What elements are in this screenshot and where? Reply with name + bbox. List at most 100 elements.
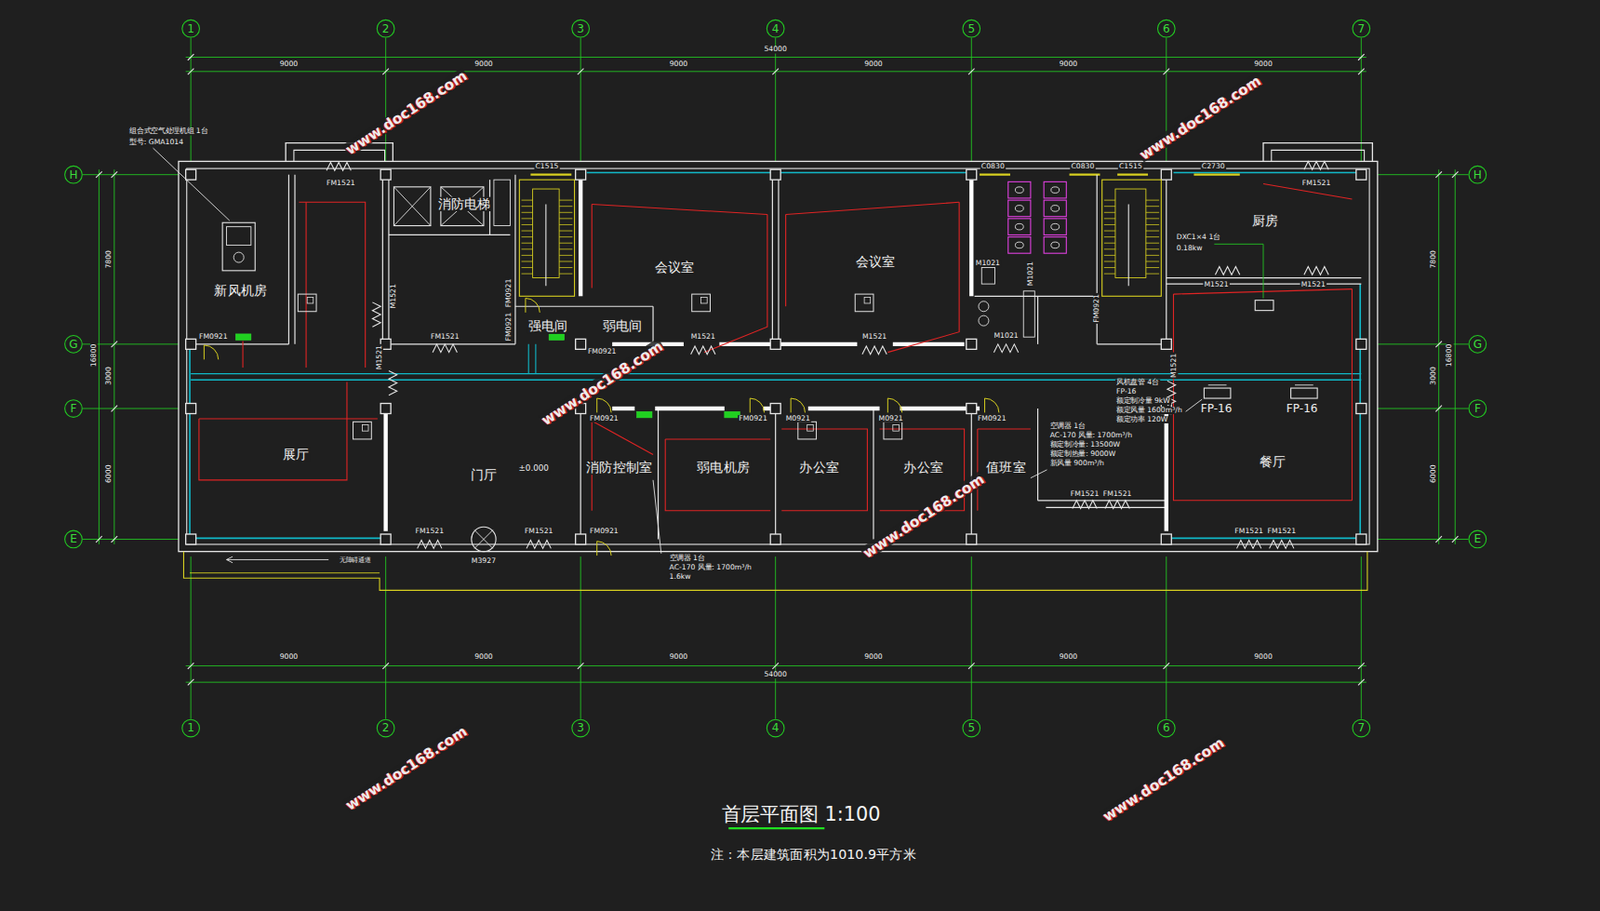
- urinal: [1023, 291, 1035, 337]
- room-name: 弱电间: [601, 319, 644, 334]
- stair-tread: [521, 230, 534, 232]
- door-tag: M1521: [1171, 352, 1179, 379]
- axis-number: E: [1472, 533, 1482, 545]
- door-symbol: [417, 540, 442, 549]
- door-tag: FM1521: [1266, 528, 1297, 536]
- column: [1356, 338, 1367, 349]
- dimension: 7800: [1429, 249, 1438, 270]
- stair-tread: [1146, 242, 1160, 244]
- dimension-tick: [111, 405, 119, 413]
- dimension: 9000: [668, 653, 690, 662]
- stair-tread: [521, 273, 534, 275]
- axis-bubble: [766, 19, 785, 38]
- room-name: 消防控制室: [585, 460, 654, 476]
- equipment-note: 额定制冷量 9kW: [1115, 397, 1172, 405]
- stair-arrow: [1128, 204, 1130, 287]
- interior-wall: [580, 408, 582, 539]
- stair-tread: [559, 230, 573, 232]
- solid-wall: [612, 406, 635, 411]
- door-symbol: [1304, 266, 1329, 275]
- dimension-tick: [1358, 662, 1365, 669]
- room-area: 强电间: [515, 306, 581, 345]
- dimension: 9000: [863, 653, 884, 662]
- door-tag: M0921: [877, 414, 904, 423]
- elevator-shaft: [393, 186, 430, 227]
- equipment-note: AC-170 风量: 1700m³/h: [667, 563, 752, 572]
- axis-bubble: [65, 400, 83, 418]
- column: [770, 338, 781, 349]
- interior-wall: [190, 343, 289, 345]
- toilet-fixture: [1014, 205, 1024, 213]
- door-symbol: [1269, 540, 1294, 549]
- glazing-line: [1169, 537, 1361, 540]
- dimension-tick: [382, 662, 389, 669]
- interior-wall: [388, 343, 516, 345]
- room-name: 值班室: [985, 460, 1027, 476]
- drawing-title: 首层平面图 1:100: [721, 802, 881, 825]
- dimension: 9000: [863, 60, 884, 68]
- air-unit: [864, 296, 871, 304]
- axis-bubble: [65, 530, 83, 548]
- dimension-tick: [1452, 535, 1459, 543]
- revolving-door: [474, 530, 494, 549]
- air-duct: [976, 428, 978, 511]
- dimension-line: [98, 169, 100, 545]
- column: [1356, 533, 1367, 545]
- interior-wall: [1037, 408, 1039, 501]
- air-unit: [883, 421, 903, 440]
- air-duct: [199, 381, 347, 480]
- stair-tread: [559, 273, 573, 275]
- grid-line: [580, 38, 582, 162]
- door-tag: FM0921: [737, 414, 769, 423]
- door-symbol: [1236, 540, 1261, 549]
- door-symbol: [526, 540, 551, 549]
- door-tag: M1521: [1202, 280, 1229, 289]
- axis-number: 3: [575, 23, 586, 35]
- solid-wall: [383, 403, 387, 532]
- interior-wall: [1166, 283, 1362, 285]
- axis-number: 4: [771, 722, 781, 734]
- stair-tread: [1104, 200, 1116, 201]
- axis-bubble: [962, 19, 981, 38]
- stair-tread: [559, 266, 573, 268]
- room-name: 会议室: [653, 260, 696, 276]
- room-area: 展厅: [190, 408, 387, 539]
- air-duct: [591, 204, 768, 215]
- equipment-note: 空调器 1台: [667, 555, 706, 563]
- watermark: www.doc168.com: [859, 470, 987, 561]
- room-name: 办公室: [798, 460, 840, 476]
- outer-wall: [1271, 149, 1365, 161]
- axis-bubble: [376, 19, 395, 38]
- column: [186, 403, 197, 414]
- elevator-cross: [393, 186, 430, 227]
- equipment-note: 新风量 900m³/h: [1049, 459, 1106, 467]
- dimension-tick: [1163, 662, 1171, 669]
- door-symbol: [1072, 500, 1097, 509]
- air-unit: [893, 425, 900, 432]
- axis-bubble: [65, 165, 83, 184]
- grid-line: [1165, 556, 1167, 720]
- equipment-note: 额定制热量: 9000W: [1049, 451, 1118, 459]
- equipment-note: 风机盘管 4台: [1115, 379, 1160, 387]
- air-unit: [798, 421, 817, 440]
- room-name: 门厅: [469, 467, 499, 483]
- door-tag: M1521: [861, 333, 888, 341]
- axis-bubble: [1468, 335, 1487, 354]
- outer-wall: [178, 160, 1378, 551]
- dimension-tick: [577, 662, 585, 669]
- solid-wall: [1164, 413, 1169, 531]
- dimension-line: [186, 56, 1367, 58]
- axis-bubble: [1468, 400, 1487, 418]
- column: [966, 169, 977, 180]
- dimension: 9000: [473, 653, 494, 662]
- column: [186, 338, 197, 349]
- door-tag: C1515: [533, 162, 560, 171]
- stair-tread: [521, 236, 534, 238]
- stair-tread: [1104, 230, 1116, 232]
- interior-wall: [514, 174, 516, 345]
- equipment-note: 无障碍通道: [338, 556, 372, 563]
- dimension: 9000: [1253, 653, 1274, 662]
- column: [380, 533, 391, 545]
- outer-wall: [293, 149, 386, 161]
- door-swing: [749, 398, 764, 413]
